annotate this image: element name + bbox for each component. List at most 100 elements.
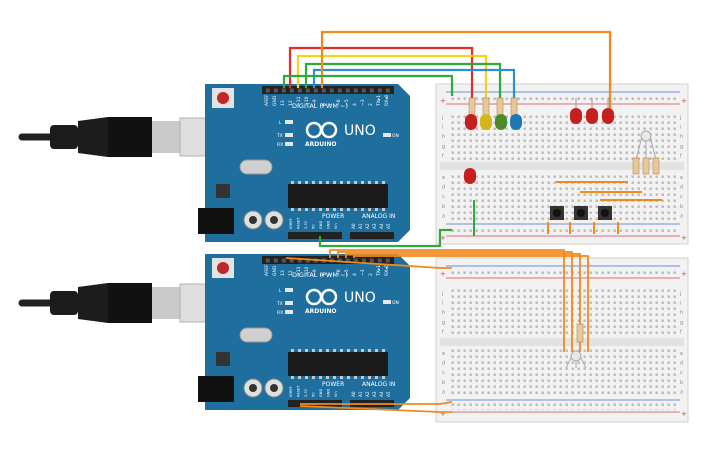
header-pin[interactable] bbox=[385, 88, 390, 93]
header-pin[interactable] bbox=[337, 88, 342, 93]
wire-orange[interactable] bbox=[320, 30, 612, 110]
resistor-bottom[interactable] bbox=[576, 323, 584, 343]
header-pin[interactable] bbox=[353, 258, 358, 263]
led-label-tx: TX bbox=[276, 301, 283, 307]
usb-cable-top[interactable] bbox=[18, 117, 227, 157]
led-blue[interactable] bbox=[510, 114, 522, 130]
wire-red[interactable] bbox=[288, 46, 474, 118]
header-pin[interactable] bbox=[337, 258, 342, 263]
led-label-rx: RX bbox=[277, 310, 283, 316]
header-pin[interactable] bbox=[345, 258, 350, 263]
led-red[interactable] bbox=[465, 114, 477, 130]
pin-label: TX▸1 bbox=[376, 265, 382, 277]
power-jack[interactable] bbox=[198, 376, 234, 402]
wires-bottom[interactable] bbox=[285, 249, 589, 413]
wire-orange-link[interactable] bbox=[353, 255, 589, 352]
header-pin[interactable] bbox=[329, 88, 334, 93]
reset-button-cap[interactable] bbox=[217, 92, 229, 104]
row-letter: f bbox=[442, 329, 444, 335]
pushbutton-2[interactable] bbox=[574, 206, 588, 220]
wire-yellow[interactable] bbox=[296, 54, 488, 118]
header-pin[interactable] bbox=[265, 88, 270, 93]
pin-label: TX▸1 bbox=[376, 95, 382, 107]
voltage-regulator bbox=[216, 352, 230, 366]
pin-label: GND bbox=[272, 95, 278, 106]
header-pin[interactable] bbox=[297, 258, 302, 263]
pin-label: ~5 bbox=[344, 269, 350, 276]
row-letter: g bbox=[442, 320, 445, 326]
wire-orange-link[interactable] bbox=[337, 251, 573, 352]
wire-5v-green[interactable] bbox=[318, 228, 452, 248]
header-pin[interactable] bbox=[361, 258, 366, 263]
row-letter: f bbox=[442, 153, 444, 159]
header-pin[interactable] bbox=[289, 88, 294, 93]
pushbutton-3[interactable] bbox=[598, 206, 612, 220]
led-green[interactable] bbox=[495, 114, 507, 130]
header-pin[interactable] bbox=[313, 88, 318, 93]
wires-top[interactable] bbox=[282, 30, 612, 248]
row-letter: i bbox=[442, 125, 443, 131]
header-pin[interactable] bbox=[377, 88, 382, 93]
led-red-row[interactable] bbox=[570, 98, 614, 124]
pin-label: ~9 bbox=[312, 99, 318, 106]
header-pin[interactable] bbox=[281, 88, 286, 93]
row-letter: f bbox=[680, 153, 682, 159]
wire-orange-5v[interactable] bbox=[300, 401, 453, 405]
header-pin[interactable] bbox=[377, 258, 382, 263]
row-letter: h bbox=[442, 134, 445, 140]
wire-blue[interactable] bbox=[312, 68, 516, 118]
header-pin[interactable] bbox=[321, 88, 326, 93]
row-letter: b bbox=[442, 380, 445, 386]
header-pin[interactable] bbox=[345, 88, 350, 93]
header-pin[interactable] bbox=[369, 258, 374, 263]
power-header bbox=[288, 232, 342, 239]
header-pin[interactable] bbox=[273, 258, 278, 263]
row-letter: j bbox=[679, 115, 681, 121]
header-pin[interactable] bbox=[361, 88, 366, 93]
power-jack[interactable] bbox=[198, 208, 234, 234]
led-rx-indicator bbox=[285, 310, 293, 314]
row-letter: c bbox=[442, 370, 445, 376]
wire-orange-link[interactable] bbox=[345, 253, 581, 352]
header-pin[interactable] bbox=[289, 258, 294, 263]
usb-cable-bottom[interactable] bbox=[18, 283, 227, 323]
wire-orange-gnd[interactable] bbox=[285, 257, 452, 269]
pin-label: AREF bbox=[264, 264, 270, 276]
row-letter: d bbox=[442, 361, 445, 367]
header-pin[interactable] bbox=[305, 88, 310, 93]
led-yellow[interactable] bbox=[480, 114, 492, 130]
header-pin[interactable] bbox=[353, 88, 358, 93]
pin-label: 8 bbox=[320, 103, 326, 106]
pushbutton-1[interactable] bbox=[550, 206, 564, 220]
row-letter: c bbox=[680, 194, 683, 200]
components-top[interactable] bbox=[464, 97, 662, 234]
header-pin[interactable] bbox=[385, 258, 390, 263]
row-letter: g bbox=[680, 320, 683, 326]
pin-label: ~6 bbox=[336, 269, 342, 276]
header-pin[interactable] bbox=[297, 88, 302, 93]
led-l-indicator bbox=[285, 120, 293, 124]
header-pin[interactable] bbox=[281, 258, 286, 263]
rgb-led-bottom[interactable] bbox=[565, 350, 587, 369]
components-bottom[interactable] bbox=[565, 323, 587, 369]
header-pin[interactable] bbox=[273, 88, 278, 93]
wire-orange-5v[interactable] bbox=[299, 405, 452, 413]
rail-plus-label: + bbox=[440, 97, 446, 105]
header-pin[interactable] bbox=[265, 258, 270, 263]
reset-button-cap[interactable] bbox=[217, 262, 229, 274]
atmega-chip bbox=[288, 352, 388, 376]
header-pin[interactable] bbox=[369, 88, 374, 93]
rgb-led[interactable] bbox=[632, 130, 660, 175]
pin-label: ~3 bbox=[360, 99, 366, 106]
header-pin[interactable] bbox=[305, 258, 310, 263]
wire-orange-link[interactable] bbox=[329, 249, 565, 352]
power-pin-label: RESET bbox=[297, 385, 301, 397]
led-red-lower[interactable] bbox=[464, 168, 476, 184]
wire-gnd-green[interactable] bbox=[282, 74, 454, 96]
row-letter: a bbox=[680, 389, 683, 395]
